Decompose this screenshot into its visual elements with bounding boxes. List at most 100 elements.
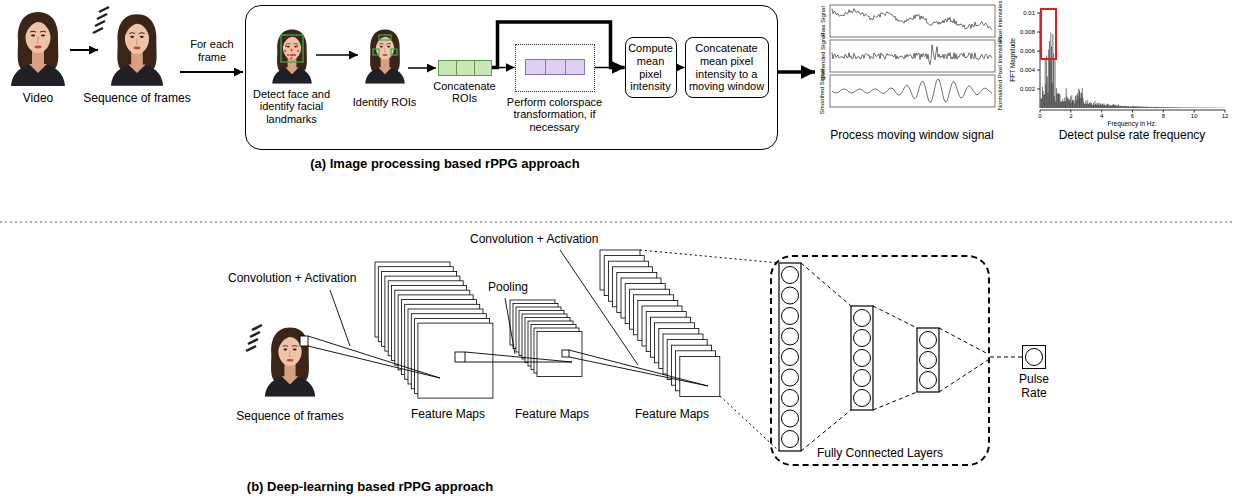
- neuron: [854, 390, 871, 407]
- video-frames: [11, 7, 243, 86]
- output-neuron: [1025, 348, 1043, 366]
- step-caption: Detect pulse rate frequency: [1059, 129, 1206, 143]
- axis-label: Pixel Intensities: [998, 0, 1005, 42]
- roi-shape: [438, 60, 492, 76]
- image-caption: Sequence of frames: [83, 92, 190, 106]
- neuron: [782, 267, 799, 284]
- node-label: Compute mean pixel intensity: [628, 42, 674, 93]
- neuron: [854, 370, 871, 387]
- frame-stack-marks: [93, 7, 109, 33]
- connector: [677, 67, 685, 69]
- layer-connection: [801, 263, 988, 451]
- node-label: Detect face and identify facial landmark…: [250, 88, 334, 126]
- layer-caption: Feature Maps: [411, 408, 485, 422]
- receptive-field: [300, 336, 708, 386]
- tick-label: 8: [1162, 113, 1165, 120]
- signal-trace: [832, 45, 992, 65]
- connector: [595, 67, 625, 69]
- node-label: Concatenate ROIs: [430, 80, 500, 105]
- signal-plots: [830, 5, 995, 107]
- spectrum: [1041, 33, 1224, 108]
- neuron: [782, 287, 799, 304]
- process-frame: Detect face and identify facial landmark…: [245, 5, 778, 150]
- flow-arrow: [180, 71, 243, 73]
- neuron: [854, 350, 871, 367]
- process-box: Compute mean pixel intensity: [625, 37, 677, 98]
- image-caption: Video: [23, 92, 53, 106]
- tick-label: 4: [1100, 113, 1103, 120]
- signal-trace: [832, 8, 992, 29]
- neuron: [920, 372, 937, 389]
- frame-stack-marks: [246, 325, 262, 351]
- cnn-illustration: [246, 250, 988, 451]
- layer-label: Convolution + Activation: [470, 233, 598, 247]
- tick-label: 0: [1038, 113, 1041, 120]
- neuron: [920, 352, 937, 369]
- process-box: Concatenate mean pixel intensity to a mo…: [685, 37, 769, 98]
- connector: [990, 356, 1022, 357]
- neuron: [782, 410, 799, 427]
- face-image: [11, 12, 65, 86]
- tick-label: 2: [1069, 113, 1072, 120]
- node-label: Concatenate mean pixel intensity to a mo…: [688, 42, 766, 93]
- axis-label: Frequency in Hz.: [1107, 120, 1156, 127]
- output-node: Pulse Rate: [1009, 345, 1059, 401]
- tick-label: 12: [1222, 113, 1229, 120]
- flow-arrow: [316, 54, 358, 56]
- tick-label: 0.004: [1020, 67, 1035, 74]
- axis-label: Raw Signal: [820, 6, 827, 36]
- node-label: Perform colorspace transformation, if ne…: [500, 96, 610, 134]
- loop-label: For each frame: [184, 38, 240, 63]
- axis-label: FFT Magnitude: [1009, 38, 1016, 82]
- neuron: [782, 431, 799, 448]
- image-caption: Sequence of frames: [236, 410, 343, 424]
- fft-plot: [1037, 9, 1225, 113]
- feature-map: [680, 356, 720, 396]
- step-caption: Process moving window signal: [830, 129, 993, 143]
- colorspace-strip: [525, 59, 585, 75]
- layer-caption: Feature Maps: [515, 408, 589, 422]
- layer-label: Pooling: [488, 281, 528, 295]
- fully-connected-group: Fully Connected Layers: [770, 255, 990, 466]
- neuron: [920, 332, 937, 349]
- dotted-shape: [515, 44, 595, 92]
- neuron: [854, 330, 871, 347]
- signal-trace: [832, 79, 992, 102]
- flow-arrow: [408, 67, 436, 69]
- tick-label: 6: [1131, 113, 1134, 120]
- neuron: [854, 310, 871, 327]
- layer-caption: Feature Maps: [635, 408, 709, 422]
- face-image: [272, 29, 312, 83]
- axis-label: Normalized Pixel Intensities: [998, 36, 1005, 110]
- panel-caption: (b) Deep-learning based rPPG approach: [247, 480, 493, 495]
- pulse-shape: [1022, 345, 1046, 369]
- landmark-dots: [284, 45, 299, 59]
- axis-label: Smoothed Signal: [820, 68, 827, 114]
- neuron: [782, 328, 799, 345]
- separator: [0, 222, 1234, 223]
- panel-caption: (a) Image processing based rPPG approach: [310, 157, 579, 172]
- layer-label: Convolution + Activation: [228, 272, 356, 286]
- leader-line: [330, 250, 638, 365]
- feature-map: [418, 323, 493, 398]
- tick-label: 10: [1191, 113, 1198, 120]
- face-box: [281, 35, 303, 62]
- node-label: Fully Connected Layers: [817, 447, 943, 461]
- feature-map: [537, 332, 582, 377]
- node-label: Pulse Rate: [1009, 373, 1059, 401]
- node-label: Identify ROIs: [340, 96, 430, 109]
- face-image: [265, 328, 315, 397]
- face-image: [365, 29, 405, 83]
- face-image: [111, 14, 163, 86]
- layer-column: [779, 263, 939, 451]
- neuron: [782, 390, 799, 407]
- neuron: [782, 349, 799, 366]
- roi-strip: Concatenate ROIs: [430, 60, 500, 105]
- tick-label: 0.01: [1023, 10, 1035, 17]
- flow-arrow: [778, 70, 815, 74]
- tick-label: 0.002: [1020, 86, 1035, 93]
